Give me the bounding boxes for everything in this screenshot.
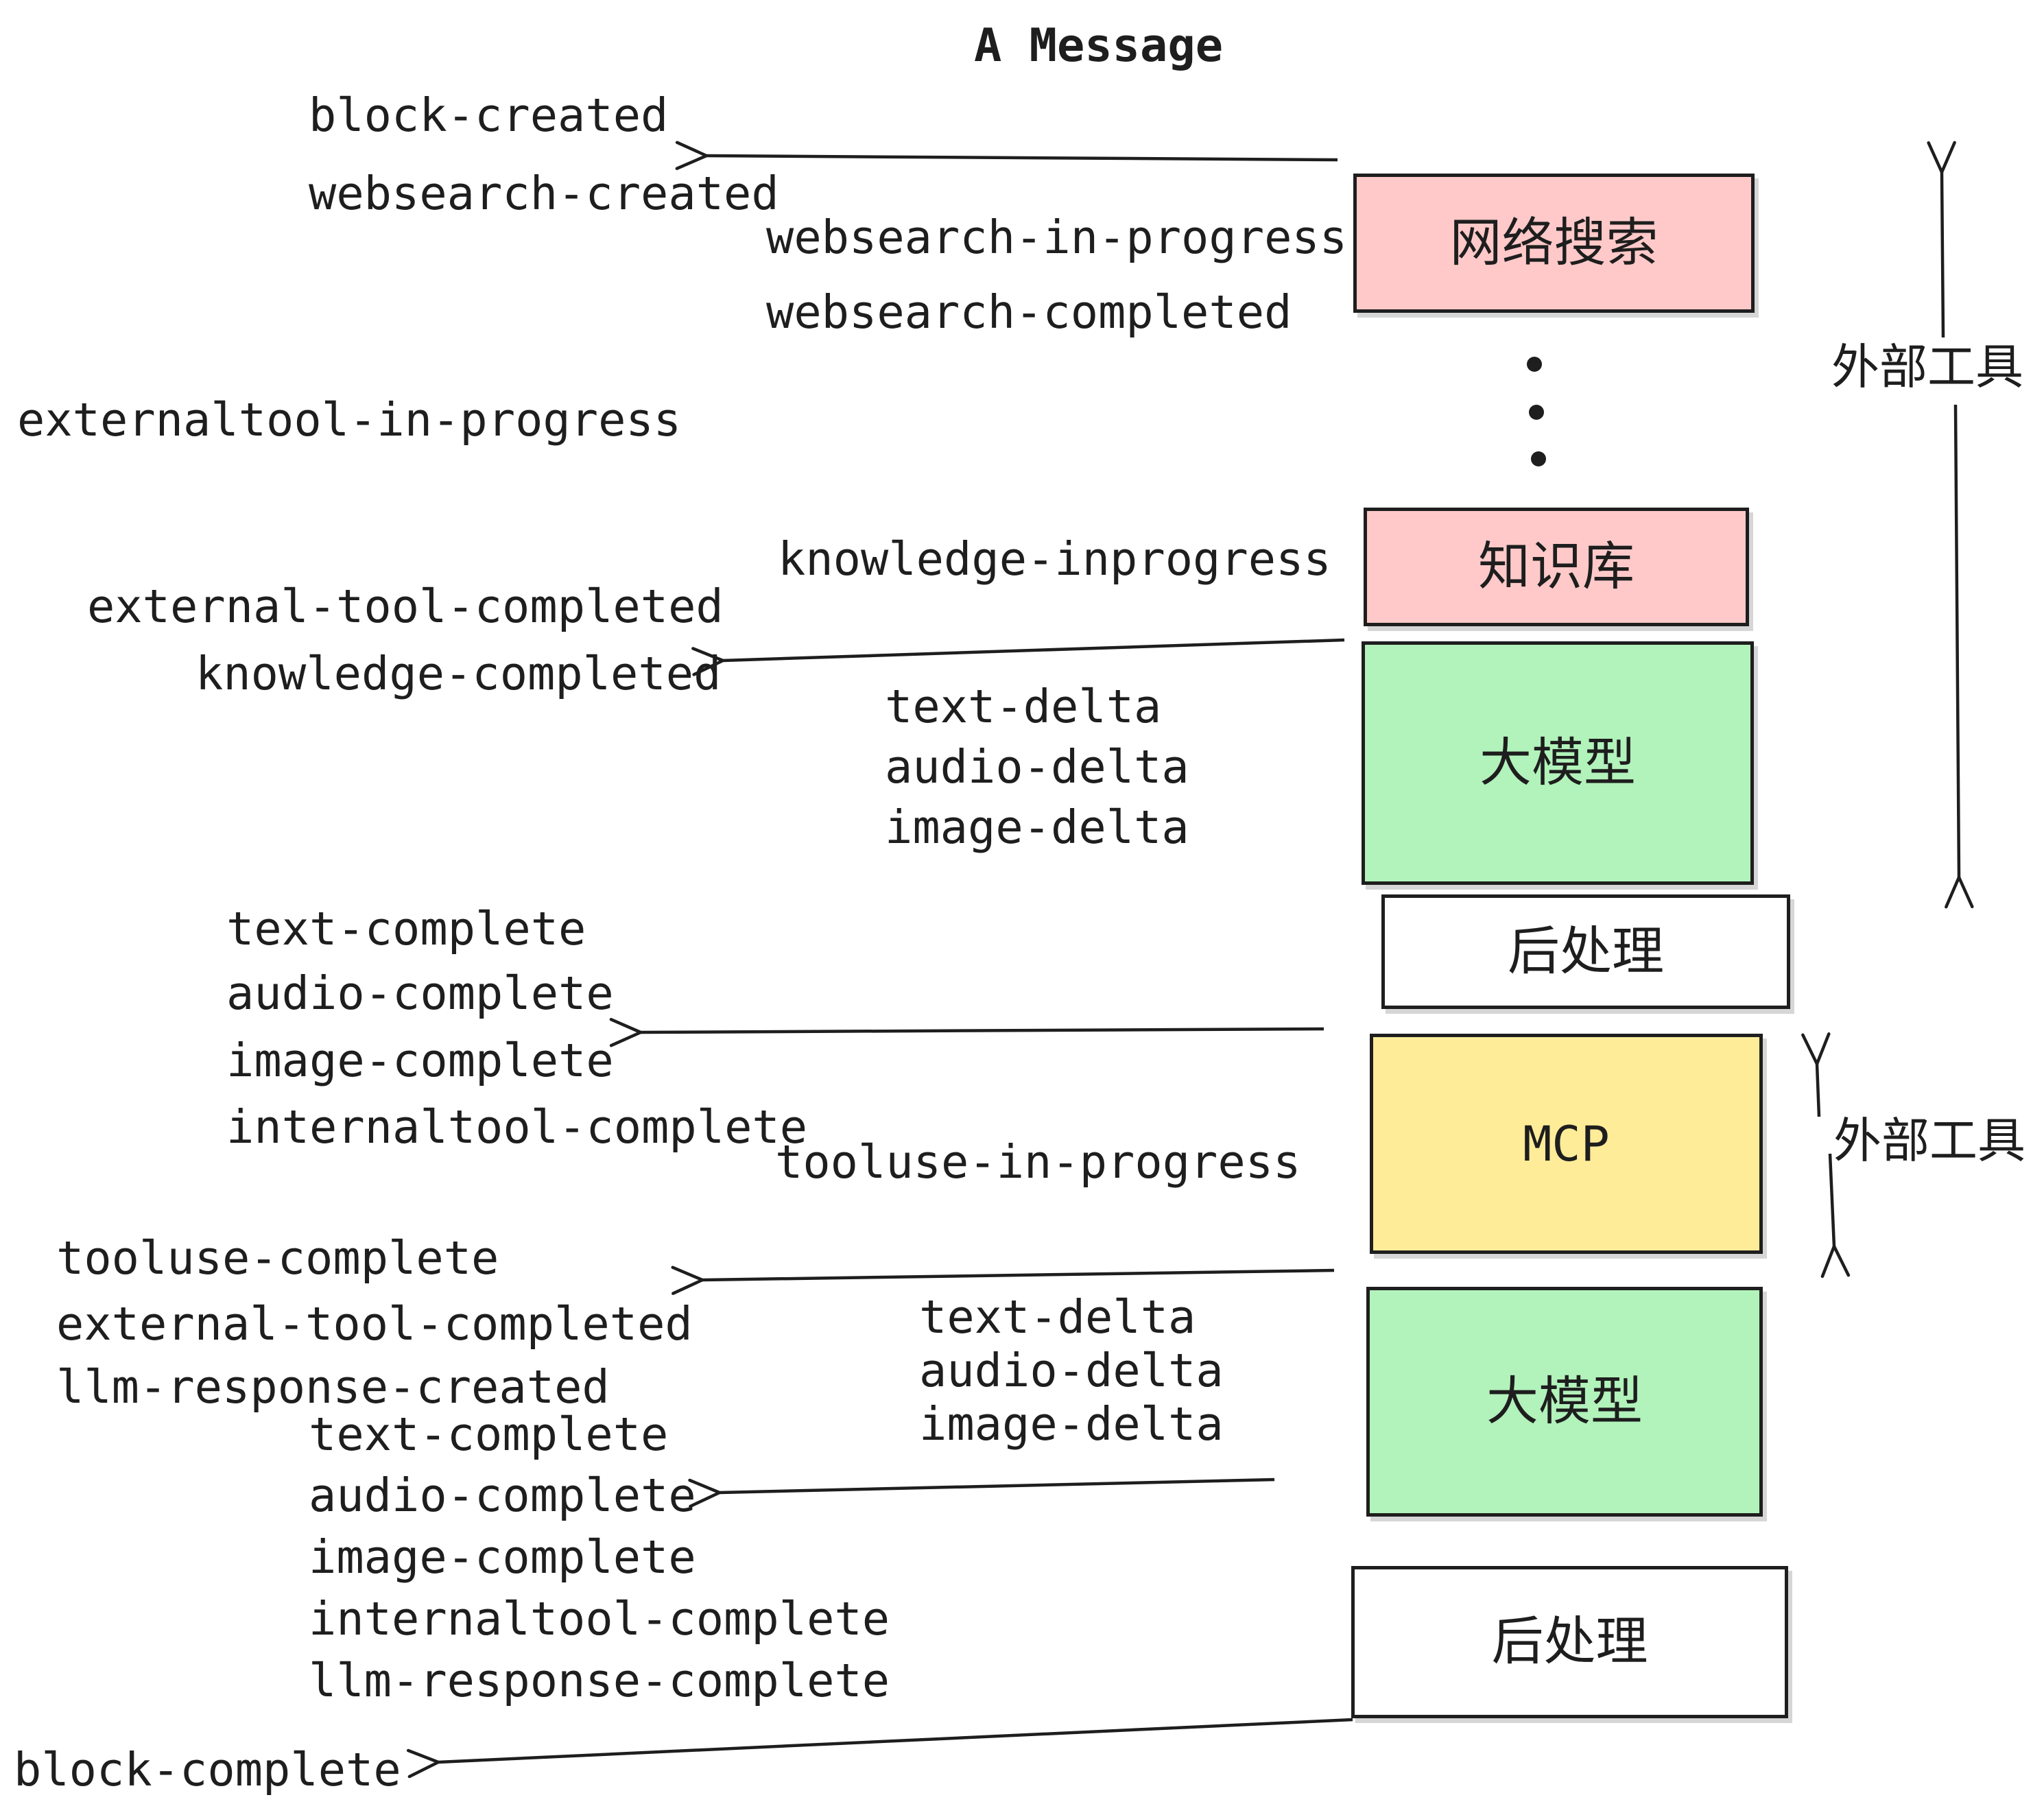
event-label-llm-response-created: llm-response-created xyxy=(56,1360,610,1414)
event-label-text-delta-2: text-delta xyxy=(919,1290,1196,1344)
event-label-text-complete-2: text-complete xyxy=(309,1408,669,1461)
event-label-image-delta-2: image-delta xyxy=(919,1397,1224,1451)
arrow-block-websearch-created xyxy=(675,141,1338,170)
diagram-title: A Message xyxy=(974,19,1224,72)
box-mcp: MCP xyxy=(1370,1034,1763,1254)
side-label-external-tools-mcp: 外部工具 xyxy=(1833,1114,2025,1167)
box-knowledge: 知识库 xyxy=(1364,508,1749,626)
event-label-internaltool-complete-2: internaltool-complete xyxy=(309,1592,890,1646)
mcp-external-tools-arrow-down-icon xyxy=(1820,1153,1851,1279)
event-label-audio-complete-2: audio-complete xyxy=(309,1469,696,1522)
arrow-knowledge-completed xyxy=(691,638,1345,676)
event-label-knowledge-inprogress: knowledge-inprogress xyxy=(778,532,1331,586)
event-label-image-complete-2: image-complete xyxy=(309,1530,696,1584)
box-llm-2: 大模型 xyxy=(1366,1287,1763,1517)
box-llm-1: 大模型 xyxy=(1362,641,1754,885)
event-label-image-complete-1: image-complete xyxy=(226,1034,614,1087)
box-post-processing-1: 后处理 xyxy=(1381,894,1790,1009)
event-label-llm-response-complete: llm-response-complete xyxy=(309,1654,890,1707)
event-label-audio-complete-1: audio-complete xyxy=(226,966,614,1020)
arrow-complete-group-2 xyxy=(688,1477,1275,1508)
ellipsis-dots-icon xyxy=(1527,357,1546,466)
event-label-audio-delta-2: audio-delta xyxy=(919,1344,1224,1397)
arrow-complete-group-1 xyxy=(609,1017,1324,1047)
event-label-image-delta-1: image-delta xyxy=(885,800,1189,854)
arrow-tooluse-complete xyxy=(671,1266,1335,1295)
event-label-websearch-in-progress: websearch-in-progress xyxy=(766,211,1348,264)
event-label-block-complete: block-complete xyxy=(14,1743,401,1796)
event-label-external-tool-completed-2: external-tool-completed xyxy=(56,1297,693,1351)
side-label-external-tools-top: 外部工具 xyxy=(1831,340,2023,394)
box-websearch: 网络搜索 xyxy=(1353,174,1755,313)
event-label-websearch-created: websearch-created xyxy=(309,167,779,220)
external-tools-arrow-down-icon xyxy=(1945,404,1974,909)
event-label-knowledge-completed: knowledge-completed xyxy=(195,647,722,700)
box-post-processing-2: 后处理 xyxy=(1351,1566,1788,1718)
event-label-websearch-completed: websearch-completed xyxy=(766,285,1292,339)
mcp-external-tools-arrow-up-icon xyxy=(1801,1032,1831,1117)
external-tools-arrow-up-icon xyxy=(1927,141,1956,338)
arrow-block-complete xyxy=(406,1718,1353,1779)
event-label-text-delta-1: text-delta xyxy=(885,680,1162,733)
event-label-block-created: block-created xyxy=(309,88,669,142)
event-label-externaltool-in-progress: externaltool-in-progress xyxy=(17,393,682,447)
event-label-internaltool-complete-1: internaltool-complete xyxy=(226,1100,808,1154)
event-label-audio-delta-1: audio-delta xyxy=(885,740,1189,794)
event-label-tooluse-complete: tooluse-complete xyxy=(56,1231,499,1285)
event-label-text-complete-1: text-complete xyxy=(226,902,586,956)
event-label-tooluse-in-progress: tooluse-in-progress xyxy=(775,1135,1301,1189)
event-label-external-tool-completed: external-tool-completed xyxy=(87,580,724,633)
